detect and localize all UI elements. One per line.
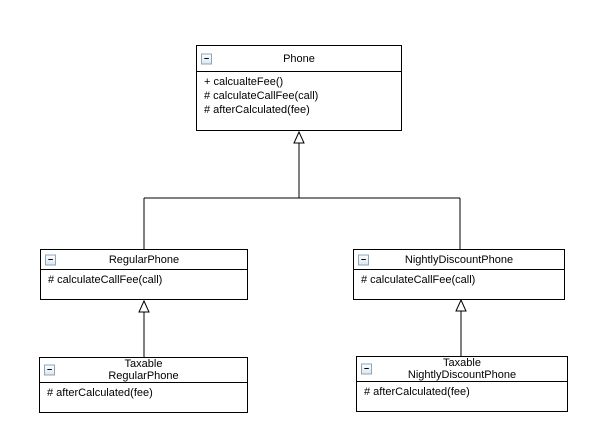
class-members: # afterCalculated(fee) <box>357 382 567 399</box>
minus-glyph: − <box>47 254 54 264</box>
generalization-edge-to-regularphone[interactable] <box>138 299 150 357</box>
class-member: # calculateCallFee(call) <box>48 274 163 286</box>
class-member: # calculateCallFee(call) <box>204 90 319 102</box>
class-box-taxableregularphone[interactable]: − Taxable RegularPhone # afterCalculated… <box>39 357 248 413</box>
class-member: # afterCalculated(fee) <box>47 387 153 399</box>
class-box-taxablenightlydiscountphone[interactable]: − Taxable NightlyDiscountPhone # afterCa… <box>356 356 568 412</box>
collapse-icon[interactable]: − <box>361 363 372 375</box>
class-header: − Taxable NightlyDiscountPhone <box>357 357 567 382</box>
collapse-icon[interactable]: − <box>45 254 56 265</box>
minus-glyph: − <box>46 364 53 375</box>
class-member: # afterCalculated(fee) <box>204 104 310 116</box>
class-title-line1: Taxable <box>124 358 163 370</box>
class-box-phone[interactable]: − Phone + calcualteFee() # calculateCall… <box>196 45 402 131</box>
class-members: + calcualteFee() # calculateCallFee(call… <box>197 72 401 117</box>
class-header: − NightlyDiscountPhone <box>354 250 564 270</box>
generalization-arrowhead <box>293 130 305 144</box>
generalization-arrowhead <box>455 298 467 312</box>
class-box-nightlydiscountphone[interactable]: − NightlyDiscountPhone # calculateCallFe… <box>353 249 565 300</box>
minus-glyph: − <box>363 363 370 374</box>
class-title: Phone <box>283 52 315 65</box>
class-title-line2: NightlyDiscountPhone <box>407 369 517 381</box>
class-members: # calculateCallFee(call) <box>354 270 564 287</box>
class-member: # calculateCallFee(call) <box>361 274 476 286</box>
class-title: NightlyDiscountPhone <box>404 253 514 266</box>
generalization-edge-to-nightlydiscountphone[interactable] <box>455 298 467 356</box>
class-box-regularphone[interactable]: − RegularPhone # calculateCallFee(call) <box>40 249 248 300</box>
class-title-line1: Taxable <box>443 357 481 369</box>
class-title: RegularPhone <box>108 253 180 266</box>
class-members: # calculateCallFee(call) <box>41 270 247 287</box>
class-header: − Taxable RegularPhone <box>40 358 247 383</box>
class-header: − Phone <box>197 46 401 72</box>
class-members: # afterCalculated(fee) <box>40 383 247 400</box>
minus-glyph: − <box>360 254 367 264</box>
class-member: # afterCalculated(fee) <box>364 386 470 398</box>
generalization-edge-to-phone[interactable] <box>143 130 461 249</box>
class-member: + calcualteFee() <box>204 76 284 88</box>
collapse-icon[interactable]: − <box>44 364 55 376</box>
class-title-line2: RegularPhone <box>108 370 179 382</box>
minus-glyph: − <box>203 53 210 63</box>
generalization-arrowhead <box>138 299 150 313</box>
class-header: − RegularPhone <box>41 250 247 270</box>
collapse-icon[interactable]: − <box>358 254 369 265</box>
collapse-icon[interactable]: − <box>201 53 212 64</box>
